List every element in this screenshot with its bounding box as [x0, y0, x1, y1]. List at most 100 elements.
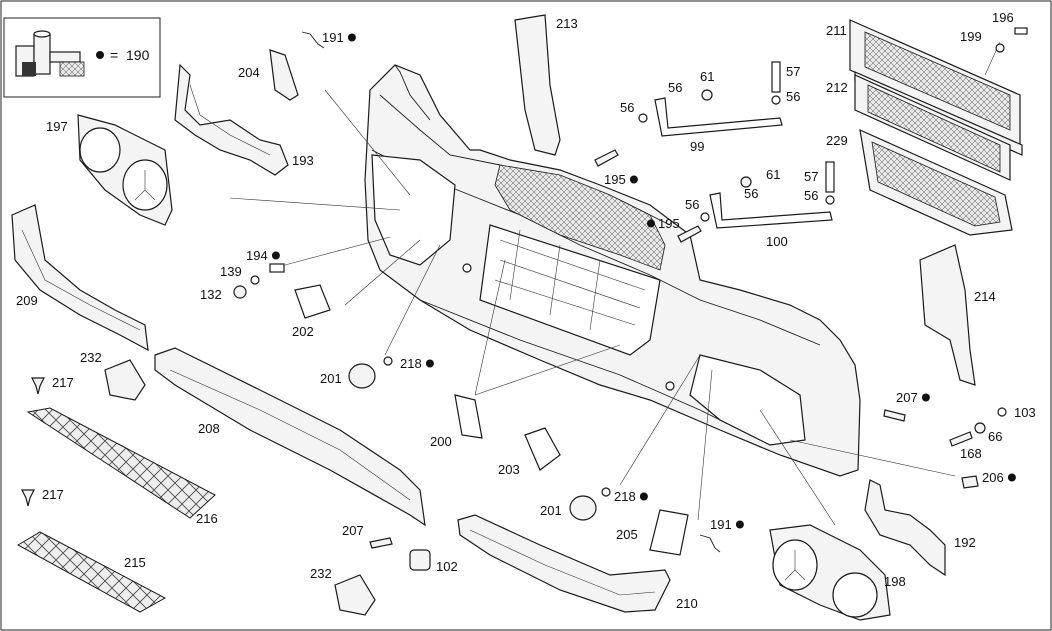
kit-dot-191b — [735, 520, 744, 529]
part-label-194: 194 — [246, 248, 268, 263]
part-label-61b: 61 — [766, 167, 780, 182]
part-label-215: 215 — [124, 555, 146, 570]
part-label-207a: 207 — [896, 390, 918, 405]
part-label-217a: 217 — [52, 375, 74, 390]
kit-dot-218b — [639, 492, 648, 501]
kit-dot-207a — [921, 393, 930, 402]
kit-dot-218a — [425, 359, 434, 368]
part-label-100: 100 — [766, 234, 788, 249]
clip-kit-icon — [15, 30, 85, 77]
cover-205 — [649, 509, 689, 556]
part-label-195a: 195 — [604, 172, 626, 187]
legend-equals: = — [110, 47, 118, 63]
part-label-195b: 195 — [658, 216, 680, 231]
grille-216 — [26, 407, 216, 519]
part-label-132: 132 — [200, 287, 222, 302]
bracket-99 — [638, 61, 783, 137]
bolt-207-b — [369, 537, 393, 549]
part-label-203: 203 — [498, 462, 520, 477]
fasteners-194-139-132 — [233, 263, 285, 299]
part-label-229: 229 — [826, 133, 848, 148]
part-label-201a: 201 — [320, 371, 342, 386]
part-label-139: 139 — [220, 264, 242, 279]
legend-number: 190 — [126, 47, 150, 63]
part-label-103: 103 — [1014, 405, 1036, 420]
part-label-209: 209 — [16, 293, 38, 308]
spoiler-209 — [11, 204, 149, 352]
clip-218-b — [601, 487, 611, 497]
legend-box: = 190 — [3, 17, 161, 98]
part-label-216: 216 — [196, 511, 218, 526]
part-label-201b: 201 — [540, 503, 562, 518]
part-label-218a: 218 — [400, 356, 422, 371]
part-label-57a: 57 — [786, 64, 800, 79]
clip-217-a — [31, 377, 45, 395]
legend-dot — [96, 51, 104, 59]
part-label-200: 200 — [430, 434, 452, 449]
part-label-206: 206 — [982, 470, 1004, 485]
part-label-205: 205 — [616, 527, 638, 542]
headlamp-bezel-197 — [77, 114, 173, 226]
cap-201-a — [348, 363, 376, 389]
part-label-213: 213 — [556, 16, 578, 31]
part-label-211: 211 — [826, 23, 847, 38]
part-label-193: 193 — [292, 153, 314, 168]
leader-lines — [229, 41, 1001, 526]
part-label-207b: 207 — [342, 523, 364, 538]
part-label-197: 197 — [46, 119, 68, 134]
part-label-56b: 56 — [786, 89, 800, 104]
part-label-196: 196 — [992, 10, 1014, 25]
headlamp-bezel-198 — [769, 524, 891, 621]
bumper-stop-102 — [409, 549, 431, 571]
kit-dot-206 — [1007, 473, 1016, 482]
part-label-191b: 191 — [710, 517, 732, 532]
bracket-232-top — [104, 359, 146, 401]
clip-217-b — [21, 489, 35, 507]
fasteners-right — [883, 407, 1007, 489]
cover-204 — [269, 49, 299, 101]
part-label-102: 102 — [436, 559, 458, 574]
part-label-232a: 232 — [80, 350, 102, 365]
part-label-57b: 57 — [804, 169, 818, 184]
part-label-56c: 56 — [620, 100, 634, 115]
lower-trim-210 — [457, 514, 671, 613]
cap-201-b — [569, 495, 597, 521]
clip-218-a — [383, 356, 393, 366]
wire-191-bottom — [699, 534, 721, 553]
part-label-66: 66 — [988, 429, 1002, 444]
part-label-214: 214 — [974, 289, 996, 304]
part-label-192: 192 — [954, 535, 976, 550]
part-label-56f: 56 — [804, 188, 818, 203]
part-label-210: 210 — [676, 596, 698, 611]
wire-191-top — [301, 31, 325, 49]
lower-beam-208 — [154, 347, 426, 527]
part-label-202: 202 — [292, 324, 314, 339]
part-label-212: 212 — [826, 80, 848, 95]
part-label-198: 198 — [884, 574, 906, 589]
bracket-100 — [700, 161, 835, 229]
side-deflector-213 — [514, 14, 561, 156]
kit-dot-195b — [647, 219, 655, 228]
part-label-199: 199 — [960, 29, 982, 44]
cap-203 — [524, 427, 561, 471]
grille-panels — [849, 19, 1028, 236]
side-deflector-214 — [919, 244, 976, 386]
bolt-195-b — [677, 225, 702, 243]
kit-dot-191a — [347, 33, 356, 42]
part-label-99: 99 — [690, 139, 704, 154]
kit-dot-195a — [629, 175, 638, 184]
bracket-232-bottom — [334, 574, 376, 616]
part-label-56e: 56 — [685, 197, 699, 212]
part-label-168: 168 — [960, 446, 982, 461]
part-label-218b: 218 — [614, 489, 636, 504]
part-label-56a: 56 — [668, 80, 682, 95]
part-label-217b: 217 — [42, 487, 64, 502]
part-label-232b: 232 — [310, 566, 332, 581]
kit-dot-194 — [271, 251, 280, 260]
cap-202 — [294, 284, 331, 319]
part-label-56d: 56 — [744, 186, 758, 201]
bracket-192 — [864, 479, 946, 577]
